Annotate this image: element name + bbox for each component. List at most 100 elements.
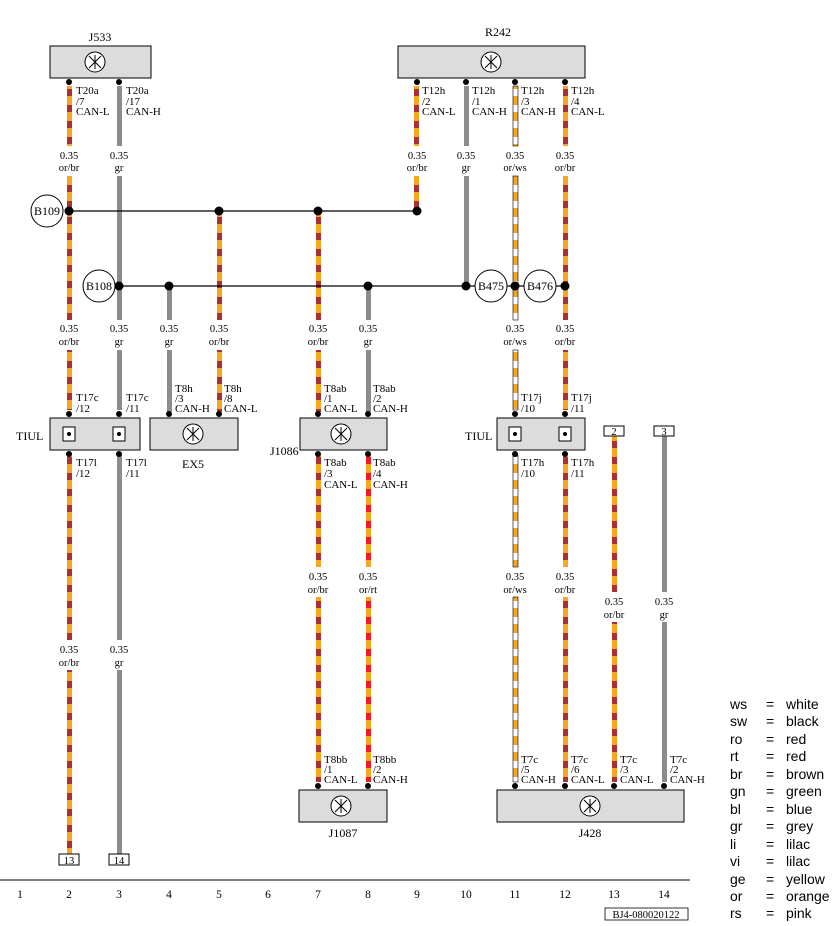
junction-dot	[164, 281, 174, 291]
wire-col3-seg3	[117, 350, 122, 410]
wire-spec: or/br	[555, 163, 576, 174]
legend-abbr: gn	[730, 783, 746, 799]
pin-label: T17j	[521, 392, 542, 404]
wire-spec: or/ws	[503, 585, 526, 596]
legend-eq: =	[766, 696, 774, 712]
wire-col12-a	[563, 86, 568, 146]
wire-col13-b	[612, 622, 617, 782]
column-number: 4	[166, 889, 172, 901]
wire-col3-seg5	[117, 670, 122, 855]
wire-spec: or/br	[59, 163, 80, 174]
pin-label: T17h	[571, 457, 595, 469]
legend-eq: =	[766, 766, 774, 782]
pin-label: /2	[422, 96, 431, 108]
legend-eq: =	[766, 905, 774, 921]
pin-label: CAN-H	[373, 403, 408, 415]
legend-eq: =	[766, 731, 774, 747]
legend-name: red	[786, 748, 806, 764]
legend-abbr: ge	[730, 871, 746, 887]
pin-label: T8ab	[324, 383, 347, 395]
legend-abbr: vi	[730, 853, 740, 869]
pin-label: /7	[76, 96, 85, 108]
wire-spec: 0.35	[110, 645, 128, 656]
component-r242-label: R242	[485, 25, 511, 39]
wire-spec: or/br	[209, 337, 230, 348]
legend-eq: =	[766, 871, 774, 887]
legend-name: grey	[786, 818, 813, 834]
wire-col11-b	[512, 175, 519, 321]
wire-spec: gr	[165, 337, 174, 348]
component-j1087-label: J1087	[329, 826, 358, 840]
component-tiul-left-label: TIUL	[16, 429, 43, 443]
junction-dot	[64, 206, 74, 216]
wire-spec: or/ws	[503, 163, 526, 174]
pin-label: T12h	[422, 85, 446, 97]
wire-spec: 0.35	[506, 324, 524, 335]
wire-col3-seg2	[117, 176, 122, 320]
reference-boxes: 2 3 13 14	[58, 425, 675, 867]
wire-spec: 0.35	[605, 597, 623, 608]
wire-col9-a	[414, 86, 419, 146]
wire-spec: 0.35	[309, 572, 327, 583]
wire-col2-seg3	[67, 350, 72, 410]
column-number: 12	[559, 889, 571, 901]
pin-label: /1	[324, 393, 333, 405]
pin-label: CAN-H	[670, 774, 705, 786]
pin-label: /3	[175, 393, 184, 405]
pin-label: /1	[472, 96, 481, 108]
pin-label: CAN-H	[521, 106, 556, 118]
pin-label: CAN-L	[224, 403, 258, 415]
pin-label: /12	[76, 468, 90, 480]
column-number: 5	[216, 889, 222, 901]
legend-name: red	[786, 731, 806, 747]
pin-label: /3	[324, 468, 333, 480]
legend-eq: =	[766, 888, 774, 904]
wire-spec: or/br	[555, 585, 576, 596]
wire-spec: 0.35	[60, 151, 78, 162]
legend-abbr: ws	[729, 696, 747, 712]
wire-col5-b	[217, 350, 222, 412]
coupling-symbols	[62, 426, 572, 442]
splice-b108: B108	[86, 279, 112, 293]
wire-col11-c	[512, 349, 519, 411]
wire-col12-c	[563, 350, 568, 410]
splice-b109: B109	[34, 204, 60, 218]
pin-label: /12	[76, 403, 90, 415]
wire-col8-d	[366, 597, 371, 782]
legend-abbr: br	[730, 766, 743, 782]
pin-label: T12h	[521, 85, 545, 97]
ecu-icon	[330, 795, 352, 817]
wire-spec: or/br	[604, 610, 625, 621]
junction-dot	[461, 281, 471, 291]
splice-b476: B476	[527, 279, 553, 293]
ecu-icon	[579, 795, 601, 817]
pin-label: CAN-H	[373, 774, 408, 786]
wire-col5-a	[217, 211, 222, 320]
wire-col2-seg5	[67, 670, 72, 855]
wire-spec: gr	[462, 163, 471, 174]
wire-spec: or/br	[555, 337, 576, 348]
wire-spec: 0.35	[655, 597, 673, 608]
pin-label: CAN-H	[126, 106, 161, 118]
legend-name: blue	[786, 801, 813, 817]
pin-label: T8ab	[373, 457, 396, 469]
legend-eq: =	[766, 783, 774, 799]
pin-label: CAN-L	[620, 774, 654, 786]
pin-label: CAN-H	[472, 106, 507, 118]
pin-label: T17l	[76, 457, 97, 469]
wire-spec: 0.35	[359, 324, 377, 335]
wire-spec: or/ws	[503, 337, 526, 348]
column-number: 13	[608, 889, 620, 901]
legend-eq: =	[766, 801, 774, 817]
legend-name: white	[785, 696, 819, 712]
pin-label: /11	[571, 468, 585, 480]
component-j533-label: J533	[89, 30, 112, 44]
junction-dot	[363, 281, 373, 291]
pin-label: /17	[126, 96, 141, 108]
pin-label: T7c	[571, 754, 588, 766]
wire-col8-a	[366, 286, 371, 320]
pin-label: /8	[224, 393, 233, 405]
wire-col4	[167, 286, 172, 320]
pin-label: T7c	[620, 754, 637, 766]
splice-b475: B475	[478, 279, 504, 293]
